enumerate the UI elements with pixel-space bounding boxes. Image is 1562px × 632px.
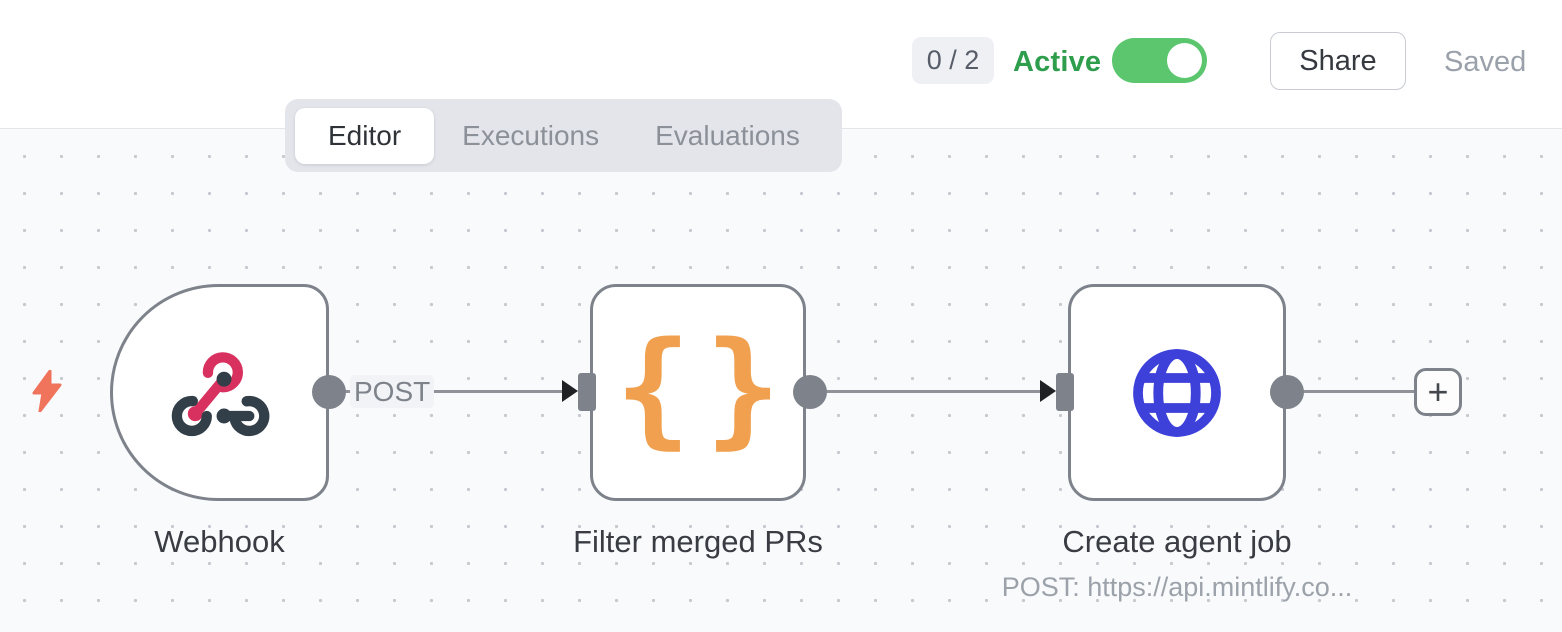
view-tabs: Editor Executions Evaluations <box>285 99 842 172</box>
node-webhook[interactable] <box>110 284 329 501</box>
node-create-agent-job[interactable] <box>1068 284 1286 501</box>
add-node-button[interactable]: + <box>1414 368 1462 416</box>
node-filter-merged-prs[interactable]: {} <box>590 284 806 501</box>
output-port-webhook[interactable] <box>312 375 346 409</box>
code-braces-icon: {} <box>615 313 781 461</box>
webhook-icon <box>171 351 269 436</box>
node-title-create: Create agent job <box>1062 524 1292 559</box>
share-button[interactable]: Share <box>1270 32 1406 90</box>
tab-evaluations[interactable]: Evaluations <box>655 119 800 151</box>
tab-editor[interactable]: Editor <box>295 107 435 164</box>
input-port-filter[interactable] <box>578 373 596 411</box>
tab-executions[interactable]: Executions <box>462 119 600 151</box>
connection-webhook-filter[interactable] <box>340 390 563 393</box>
output-port-filter[interactable] <box>793 375 827 409</box>
connection-create-add[interactable] <box>1298 390 1414 393</box>
node-title-webhook: Webhook <box>154 524 285 559</box>
node-title-filter: Filter merged PRs <box>573 524 823 559</box>
globe-icon <box>1133 348 1221 437</box>
saved-status: Saved <box>1444 46 1527 78</box>
issues-counter-badge[interactable]: 0 / 2 <box>912 37 994 84</box>
active-label: Active <box>1013 46 1102 78</box>
wire-label-post: POST <box>350 375 435 408</box>
node-subtitle-create: POST: https://api.mintlify.co... <box>1001 572 1353 602</box>
input-port-create[interactable] <box>1056 373 1074 411</box>
trigger-bolt-icon <box>32 370 62 412</box>
active-toggle[interactable] <box>1112 38 1207 83</box>
connection-filter-create[interactable] <box>820 390 1041 393</box>
input-arrow-filter <box>562 380 578 402</box>
toggle-knob <box>1167 43 1202 78</box>
input-arrow-create <box>1040 380 1056 402</box>
output-port-create[interactable] <box>1270 375 1304 409</box>
